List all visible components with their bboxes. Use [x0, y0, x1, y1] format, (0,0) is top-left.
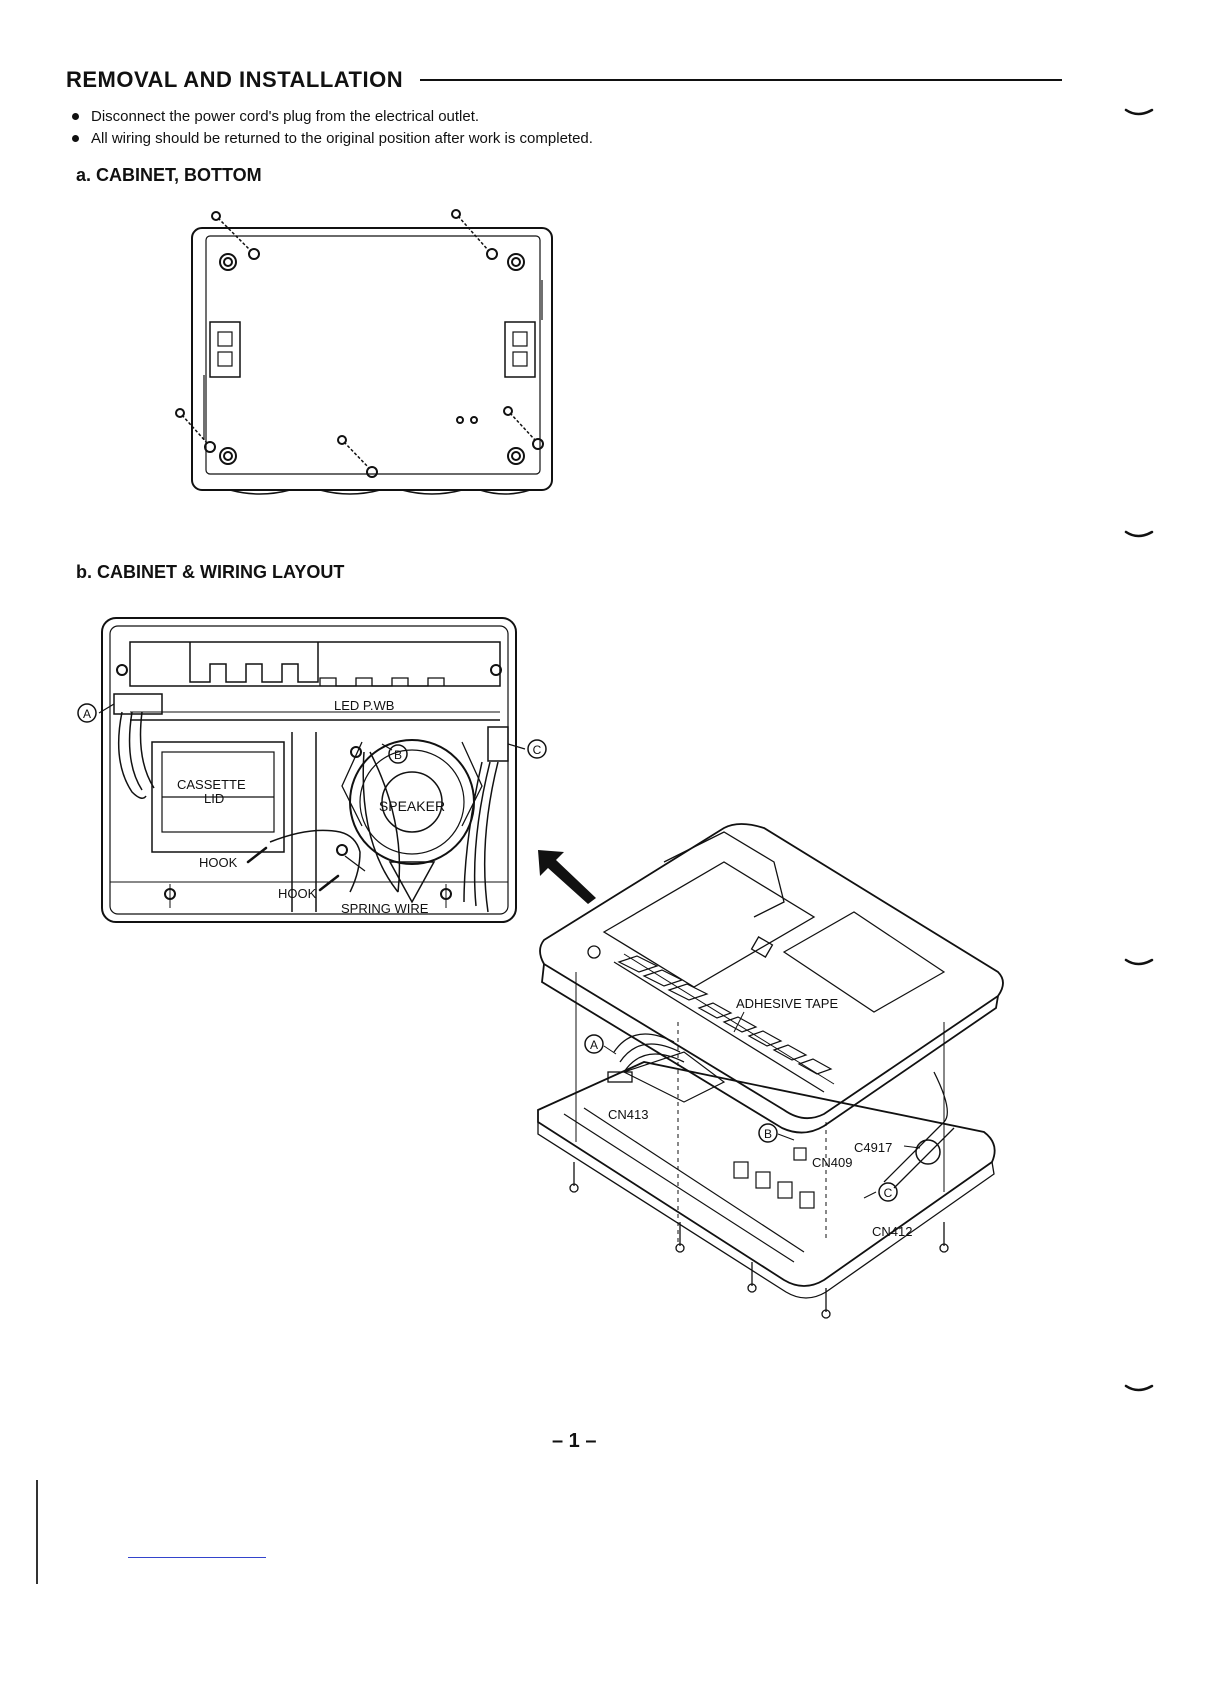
- binding-marks: [1124, 108, 1154, 1392]
- exploded-marker-b-label: B: [764, 1127, 772, 1141]
- arrow-up-left-icon: [538, 850, 596, 904]
- speaker-label: SPEAKER: [379, 798, 445, 814]
- marker-b-label: B: [394, 748, 402, 762]
- instruction-text: All wiring should be returned to the ori…: [91, 130, 593, 147]
- bullet-icon: [72, 112, 79, 120]
- page-number: – 1 –: [552, 1430, 597, 1452]
- bullet-icon: [72, 134, 79, 142]
- footer-rule: [128, 1557, 266, 1558]
- cn413-label: CN413: [608, 1107, 648, 1122]
- page-title: REMOVAL AND INSTALLATION: [66, 67, 404, 92]
- hook-label-1: HOOK: [199, 855, 238, 870]
- marker-a-label: A: [83, 707, 91, 721]
- exploded-marker-c-label: C: [884, 1186, 893, 1200]
- marker-c-label: C: [533, 743, 542, 757]
- section-a-title: a. CABINET, BOTTOM: [76, 165, 262, 185]
- instruction-2: All wiring should be returned to the ori…: [72, 130, 593, 147]
- instruction-text: Disconnect the power cord's plug from th…: [91, 108, 480, 125]
- led-pwb-label: LED P.WB: [334, 698, 394, 713]
- cn412-label: CN412: [872, 1224, 912, 1239]
- cn409-label: CN409: [812, 1155, 852, 1170]
- spring-wire-label: SPRING WIRE: [341, 901, 429, 916]
- section-b-title: b. CABINET & WIRING LAYOUT: [76, 562, 345, 582]
- wiring-layout-figure: A C B LED P.WB CASSETTE LID SPEAKER HOOK…: [77, 617, 547, 923]
- exploded-marker-a-label: A: [590, 1038, 598, 1052]
- title-rule: [420, 79, 1062, 81]
- exploded-view-figure: ADHESIVE TAPE A CN413 B CN409 C4917 C CN…: [537, 823, 1004, 1319]
- cabinet-bottom-figure: [175, 209, 553, 495]
- c4917-label: C4917: [854, 1140, 892, 1155]
- cassette-lid-label-1: CASSETTE: [177, 777, 246, 792]
- hook-label-2: HOOK: [278, 886, 317, 901]
- adhesive-tape-label: ADHESIVE TAPE: [736, 996, 838, 1011]
- scan-edge: [36, 1480, 38, 1584]
- cassette-lid-label-2: LID: [204, 791, 224, 806]
- instruction-1: Disconnect the power cord's plug from th…: [72, 108, 479, 125]
